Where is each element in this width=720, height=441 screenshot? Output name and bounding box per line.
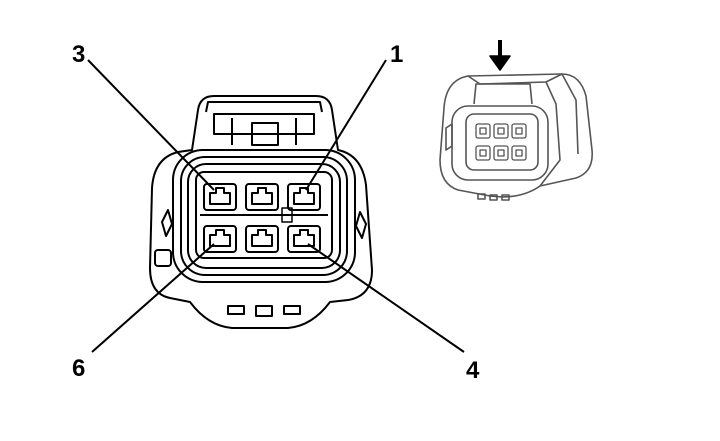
leader-line-1 [305,59,387,191]
callout-label-4: 4 [466,357,480,384]
leader-line-4 [307,243,465,353]
pin-cavities [203,183,321,253]
iso-vent-slot [477,193,486,200]
center-key [281,207,293,223]
iso-side-clip-left [445,123,453,151]
iso-latch [473,83,533,105]
leader-lines [87,59,465,353]
leader-line-3 [87,59,215,191]
vent-slot [255,305,273,317]
terminal-block [195,171,333,259]
pin-cavity-3 [203,183,237,211]
seal-ring-mid [180,156,348,276]
iso-pin-cavities [475,123,527,161]
side-clip-right [355,211,367,239]
side-tab-left [154,249,172,267]
housing-outline [149,95,373,329]
pin-cavity-2 [245,183,279,211]
pin-cavity-1 [287,183,321,211]
connector-isometric-view [439,40,593,201]
iso-top-face [467,73,563,85]
seal-ring-outer [172,149,356,283]
latch-frame [205,101,323,113]
side-clip-left [161,209,173,237]
down-arrow-icon [489,40,511,71]
callout-label-3: 3 [72,41,85,68]
latch-tab [251,122,279,146]
callout-label-6: 6 [72,355,85,382]
iso-face-inner [465,113,539,171]
pin-cavity-6 [203,225,237,253]
iso-vent-slot [489,194,498,201]
iso-side-ridge [561,73,579,155]
connector-front-view [87,59,465,353]
pin-cavity-5 [245,225,279,253]
leader-line-6 [91,243,215,353]
latch-body [213,113,315,135]
iso-vent-slot [501,194,510,201]
vent-slot [227,305,245,315]
iso-side [539,81,561,187]
pin-cavity-4 [287,225,321,253]
iso-housing [439,73,593,198]
callout-label-1: 1 [390,41,403,68]
vent-slot [283,305,301,315]
seal-ring-inner [187,163,341,269]
